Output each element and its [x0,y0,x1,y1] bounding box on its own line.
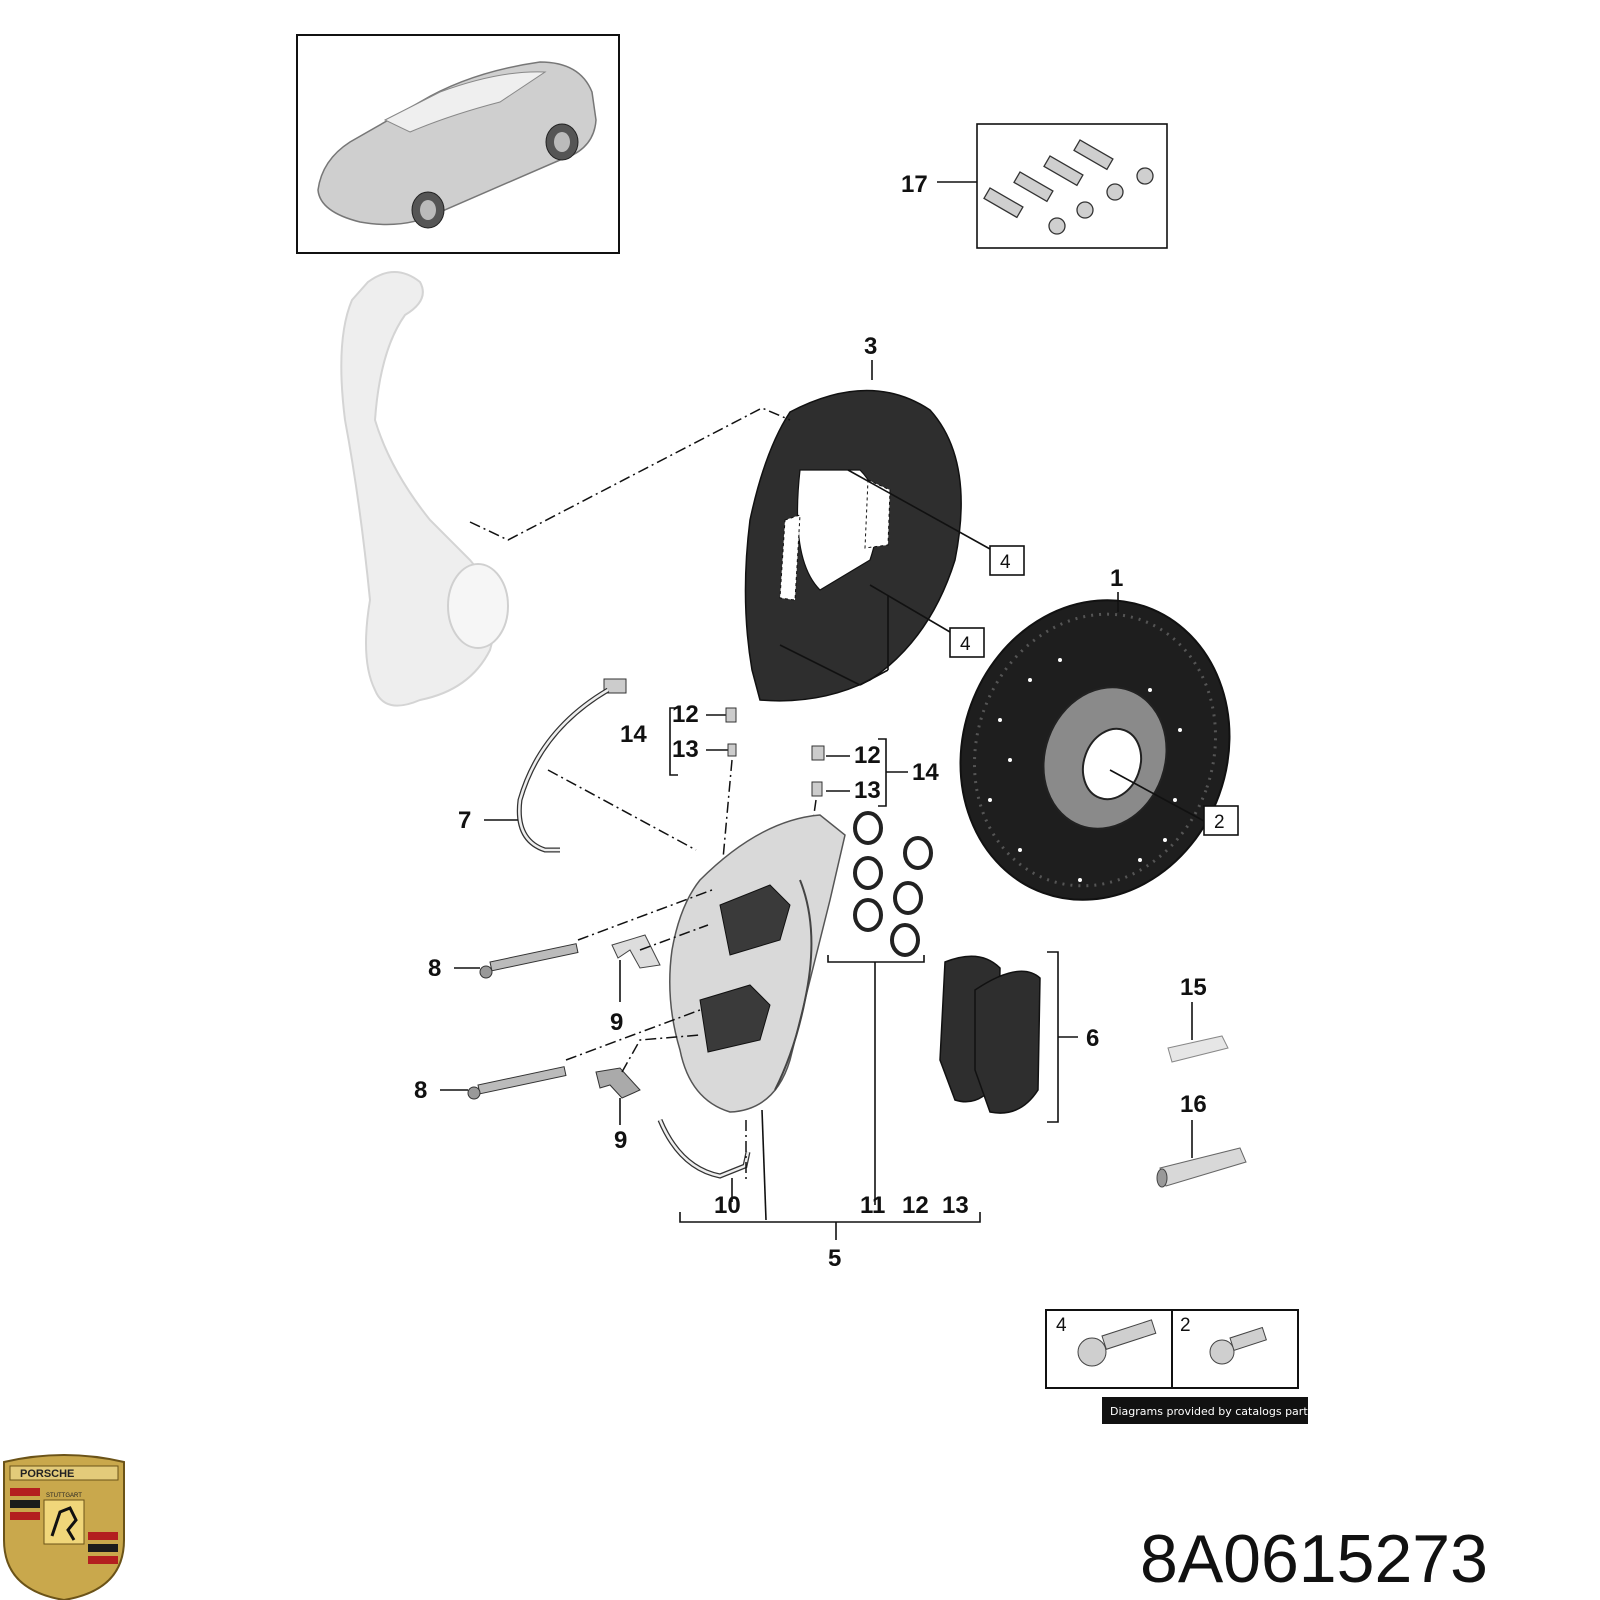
callout-box-4a [989,545,1025,576]
brake-disc [959,599,1231,901]
pad-spring-upper [611,934,661,969]
grease-sachet [1167,1035,1229,1063]
callout-4b: 4 [960,634,971,655]
caliper-bolt-lower [467,1066,567,1100]
piston-seals [853,811,933,957]
inset-label-4: 4 [1056,1315,1067,1336]
credit-banner [1102,1397,1308,1424]
callout-11: 11 [860,1192,885,1219]
callout-8a: 8 [428,955,441,982]
wear-sensor [516,678,627,853]
grease-tube [1156,1147,1247,1188]
callout-6: 6 [1086,1025,1099,1052]
credit-text: Diagrams provided by catalogs parts [1110,1405,1314,1418]
callout-13c: 13 [942,1192,969,1219]
callout-13b: 13 [854,777,881,804]
callout-7: 7 [458,807,471,834]
crest-mid-text: STUTTGART [46,1493,82,1499]
bolt-inset [1045,1309,1299,1389]
callout-8b: 8 [414,1077,427,1104]
callout-14a: 14 [620,721,647,748]
dust-shield [744,389,962,702]
caliper-bolt-upper [479,943,579,979]
brake-hose [657,1119,751,1179]
part-number: 8A0615273 [1140,1521,1488,1597]
callout-16: 16 [1180,1091,1207,1118]
callout-12b: 12 [854,742,881,769]
callout-9a: 9 [610,1009,623,1036]
callout-12a: 12 [672,701,699,728]
steering-knuckle [340,271,509,707]
porsche-crest-logo: PORSCHE STUTTGART [3,1454,125,1600]
callout-14b: 14 [912,759,939,786]
callout-5: 5 [828,1245,841,1272]
inset-label-2: 2 [1180,1315,1191,1336]
callout-15: 15 [1180,974,1207,1001]
callout-13a: 13 [672,736,699,763]
callout-box-4b [949,627,985,658]
callout-4a: 4 [1000,552,1011,573]
callout-17: 17 [901,171,928,198]
callout-1: 1 [1110,565,1123,592]
callout-3: 3 [864,333,877,360]
crest-top-text: PORSCHE [20,1468,74,1480]
brake-pads [939,955,1041,1114]
callout-9b: 9 [614,1127,627,1154]
vehicle-thumbnail [296,34,620,254]
bolt-kit-box [976,123,1168,249]
callout-box-2 [1203,805,1239,836]
brake-caliper [669,814,846,1113]
callout-12c: 12 [902,1192,929,1219]
callout-2: 2 [1214,812,1225,833]
callout-10: 10 [714,1192,741,1219]
pad-spring-lower [595,1067,641,1099]
